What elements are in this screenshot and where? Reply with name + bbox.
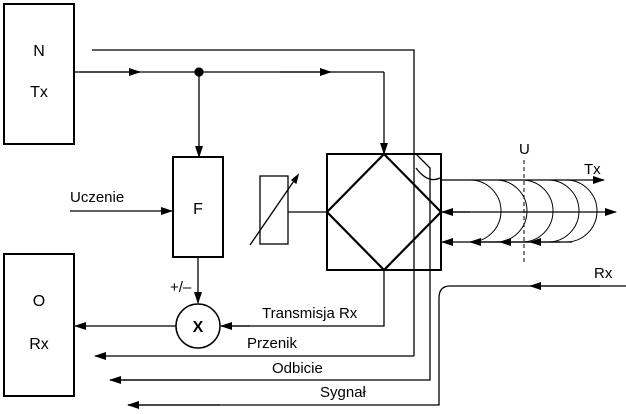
transmisja-rx-label: Transmisja Rx [262,305,358,322]
o-rx-block [3,253,75,397]
uczenie-label: Uczenie [70,189,124,206]
u-label: U [519,141,530,158]
sygnal-label: Sygnał [320,384,367,401]
rx-line-label: Rx [594,265,613,282]
rx-block-label: Rx [29,336,49,353]
variable-resistor [249,173,300,246]
echo-reflection-arcs [469,179,598,243]
tx-line-label: Tx [584,161,601,178]
n-tx-block [3,3,75,145]
tx-block-label: Tx [30,84,48,101]
sygnal-wire [128,285,626,406]
filter-label: F [193,201,203,218]
przenik-wire [92,49,415,356]
plus-minus-label: +/‒ [170,279,192,296]
odbicie-wire [110,153,431,381]
hybrid-transformer [325,152,443,272]
multiplier-label: X [193,319,204,336]
tx-hook-curve [415,167,441,181]
odbicie-label: Odbicie [272,360,323,377]
n-label: N [33,43,45,60]
transmisja-rx-wire [221,270,385,327]
o-label: O [33,293,45,310]
przenik-label: Przenik [247,335,298,352]
